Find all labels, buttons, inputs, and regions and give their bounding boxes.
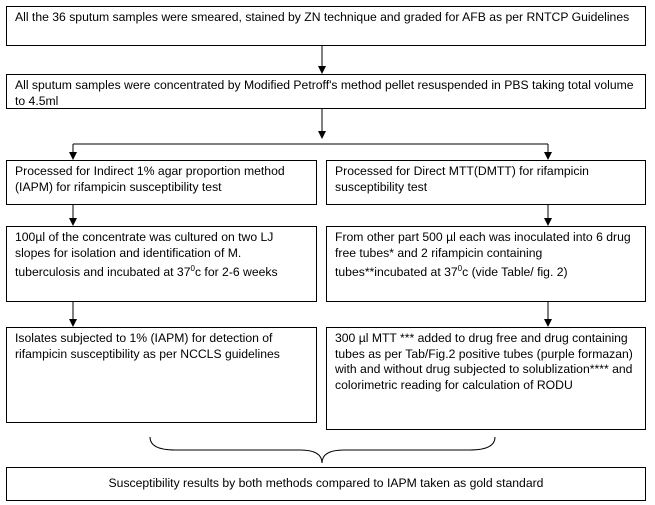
box-smear-stain: All the 36 sputum samples were smeared, …: [6, 6, 646, 46]
box-culture: 100µl of the concentrate was cultured on…: [6, 226, 317, 302]
box-mtt-text: 300 µl MTT *** added to drug free and dr…: [335, 331, 633, 392]
box-dmtt-text: Processed for Direct MTT(DMTT) for rifam…: [335, 164, 589, 194]
box-mtt: 300 µl MTT *** added to drug free and dr…: [326, 327, 646, 430]
box-culture-text: 100µl of the concentrate was cultured on…: [15, 230, 278, 280]
box-result: Susceptibility results by both methods c…: [6, 467, 646, 501]
box-inoculate: From other part 500 µl each was inoculat…: [326, 226, 646, 302]
box-concentrate: All sputum samples were concentrated by …: [6, 74, 646, 109]
box-iapm-process: Processed for Indirect 1% agar proportio…: [6, 160, 317, 205]
box-isolates: Isolates subjected to 1% (IAPM) for dete…: [6, 327, 317, 423]
box-isolates-text: Isolates subjected to 1% (IAPM) for dete…: [15, 331, 280, 361]
box-concentrate-text: All sputum samples were concentrated by …: [15, 78, 634, 108]
box-smear-text: All the 36 sputum samples were smeared, …: [15, 10, 630, 24]
box-dmtt-process: Processed for Direct MTT(DMTT) for rifam…: [326, 160, 646, 205]
box-result-text: Susceptibility results by both methods c…: [108, 476, 544, 491]
box-inoculate-text: From other part 500 µl each was inoculat…: [335, 230, 631, 280]
curly-brace: [149, 436, 496, 464]
box-iapm-text: Processed for Indirect 1% agar proportio…: [15, 164, 285, 194]
